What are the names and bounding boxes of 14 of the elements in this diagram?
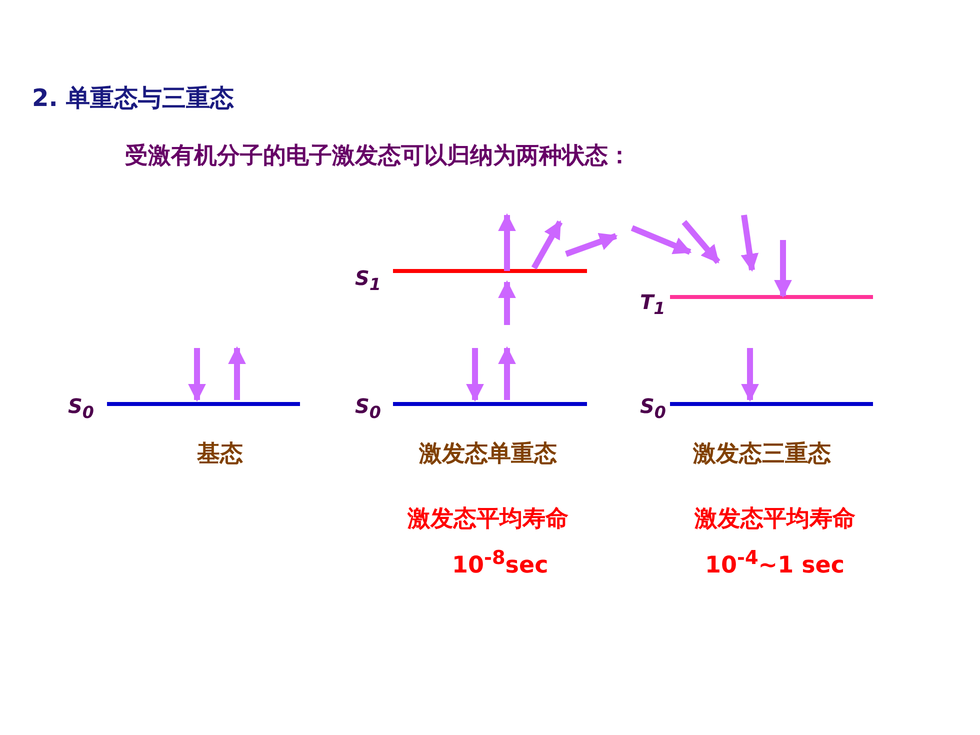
level-label: T$_{1}$ [640, 290, 666, 318]
lifetime-label: 激发态平均寿命 [408, 505, 568, 534]
level-label: S$_{0}$ [68, 394, 94, 422]
lifetime-value: 10$^{-4}$~1 sec [705, 546, 845, 579]
state-name: 激发态三重态 [693, 440, 831, 469]
level-label: S$_{1}$ [355, 266, 381, 294]
level-label: S$_{0}$ [355, 394, 381, 422]
lifetime-label: 激发态平均寿命 [694, 505, 856, 534]
state-name: 激发态单重态 [419, 440, 557, 469]
state-name: 基态 [197, 440, 243, 469]
subtitle: 受激有机分子的电子激发态可以归纳为两种状态： [125, 142, 631, 171]
level-label: S$_{0}$ [640, 394, 666, 422]
title: 2. 单重态与三重态 [32, 83, 234, 114]
lifetime-value: 10$^{-8}$sec [452, 546, 548, 579]
